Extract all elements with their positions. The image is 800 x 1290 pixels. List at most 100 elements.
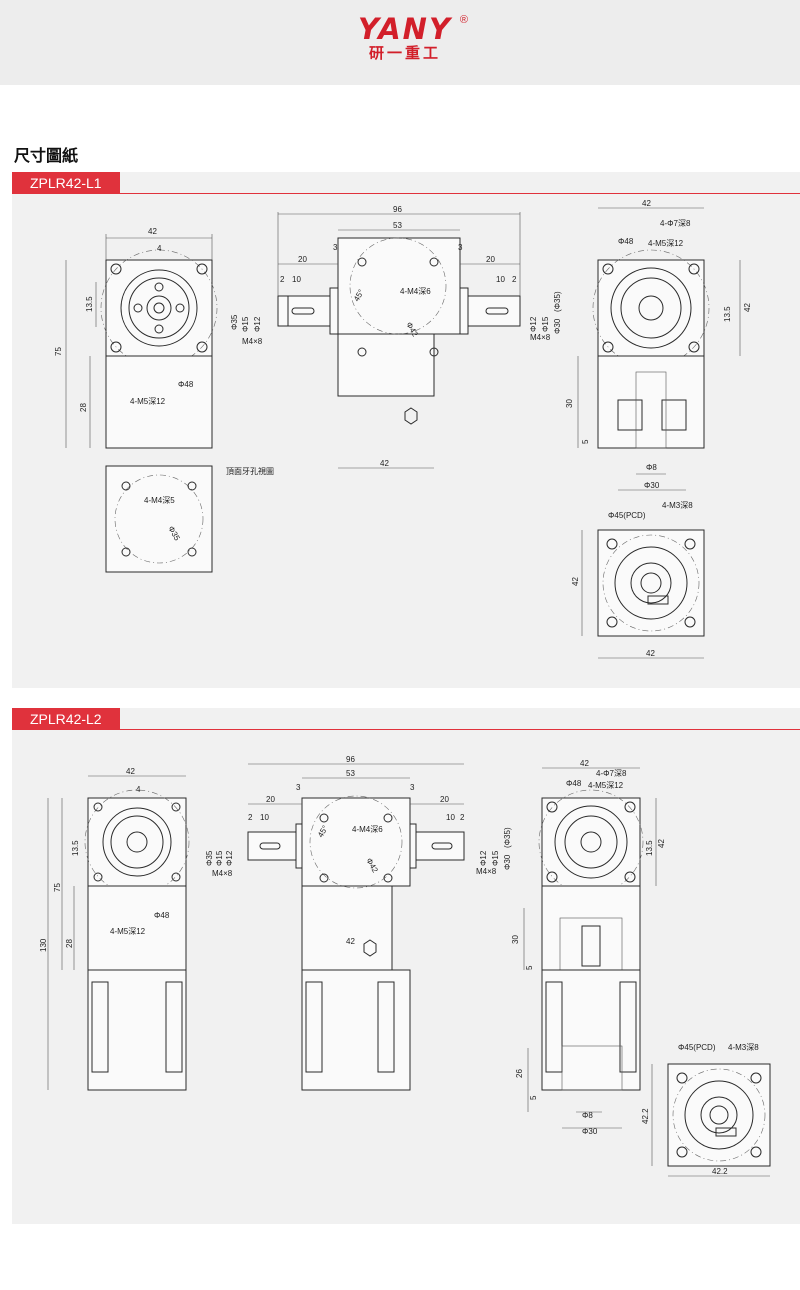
l1-phi30: Φ30 (553, 318, 562, 334)
l1-phi12b: Φ12 (529, 316, 538, 332)
l2-dim-10b: 10 (446, 813, 455, 822)
l2-dim-28: 28 (65, 939, 74, 948)
page-header: YANY ® 研一重工 (0, 0, 800, 85)
l1-phi48: Φ48 (178, 380, 194, 389)
brand-name: YANY (358, 12, 452, 46)
l1-output-42a: 42 (571, 577, 580, 586)
l1-dim-20b: 20 (486, 255, 495, 264)
l2-dim-130: 130 (39, 938, 48, 952)
l1-topview-label: 頂面牙孔視圖 (226, 467, 274, 476)
section-title: 尺寸圖紙 (14, 148, 79, 165)
l2-phi15b: Φ15 (491, 850, 500, 866)
l1-dim-42-top: 42 (148, 227, 157, 236)
l2-right-42v: 42 (657, 839, 666, 848)
l2-right-42: 42 (580, 759, 589, 768)
l2-m4x8a: M4×8 (212, 869, 233, 878)
l2-dim-3b: 3 (410, 783, 415, 792)
brand-subtitle: 研一重工 (368, 45, 441, 62)
drawing-l2: 42 4 13.5 75 28 130 Φ48 4-M5深12 (39, 755, 771, 1177)
l2-dim-53: 53 (346, 769, 355, 778)
l2-right-5b: 5 (529, 1095, 538, 1100)
l2-right-5: 5 (525, 965, 534, 970)
l1-phi12a: Φ12 (253, 316, 262, 332)
l1-dim-42-bottom: 42 (380, 459, 389, 468)
l2-dim-75: 75 (53, 883, 62, 892)
l1-dim-3a: 3 (333, 243, 338, 252)
l2-dim-2a: 2 (248, 813, 253, 822)
l1-right-m5: 4-M5深12 (648, 239, 684, 248)
l1-right-phi30: Φ30 (644, 481, 660, 490)
l2-dim-3a: 3 (296, 783, 301, 792)
l1-m4x8b: M4×8 (530, 333, 551, 342)
l2-right-phi8: Φ8 (582, 1111, 593, 1120)
l2-front-view (47, 775, 190, 1091)
l1-pcd: Φ45(PCD) (608, 511, 646, 520)
l1-dim-13-5: 13.5 (85, 296, 94, 312)
l1-right-phi48: Φ48 (618, 237, 634, 246)
l2-dim-20a: 20 (266, 795, 275, 804)
l2-dim-4: 4 (136, 785, 141, 794)
l1-output-42b: 42 (646, 649, 655, 658)
l1-dim-10b: 10 (496, 275, 505, 284)
l2-right-view (523, 767, 657, 1129)
l1-dim-2a: 2 (280, 275, 285, 284)
l2-right-phi7: 4-Φ7深8 (596, 769, 627, 778)
panel-rule-l1 (12, 193, 800, 194)
l2-dim-2b: 2 (460, 813, 465, 822)
l2-m4-deep6: 4-M4深6 (352, 825, 383, 834)
l1-dim-3b: 3 (458, 243, 463, 252)
l2-dim-10a: 10 (260, 813, 269, 822)
l1-right-42: 42 (642, 199, 651, 208)
l2-output-view (651, 1063, 771, 1177)
l1-right-30: 30 (565, 399, 574, 408)
l2-dim-42-top: 42 (126, 767, 135, 776)
l2-phi12a: Φ12 (225, 850, 234, 866)
l2-phi15a: Φ15 (215, 850, 224, 866)
drawing-panel-l2: 42 4 13.5 75 28 130 Φ48 4-M5深12 (12, 708, 800, 1224)
l2-dim-13-5: 13.5 (71, 840, 80, 856)
l2-right-phi48: Φ48 (566, 779, 582, 788)
model-tag-l1: ZPLR42-L1 (12, 172, 120, 194)
l2-output-42-2a: 42.2 (641, 1108, 650, 1124)
l2-phi48: Φ48 (154, 911, 170, 920)
l1-right-phi7: 4-Φ7深8 (660, 219, 691, 228)
l1-dim-53: 53 (393, 221, 402, 230)
l1-dim-28: 28 (79, 403, 88, 412)
l1-phi15b: Φ15 (541, 316, 550, 332)
l2-right-30: 30 (511, 935, 520, 944)
l2-m4x8b: M4×8 (476, 867, 497, 876)
l2-dim-42-mid: 42 (346, 937, 355, 946)
l1-right-42v: 42 (743, 303, 752, 312)
l1-dim-20a: 20 (298, 255, 307, 264)
l2-side-view (247, 763, 465, 1091)
l2-m5-thread: 4-M5深12 (110, 927, 146, 936)
l1-right-13-5: 13.5 (723, 306, 732, 322)
l1-phi35b: (Φ35) (553, 291, 562, 312)
registered-mark: ® (459, 14, 468, 26)
l1-top-hole-view (105, 465, 213, 573)
l2-phi35b: (Φ35) (503, 827, 512, 848)
l1-dim-10a: 10 (292, 275, 301, 284)
l1-dim-96: 96 (393, 205, 402, 214)
l1-phi15a: Φ15 (241, 316, 250, 332)
l2-pcd: Φ45(PCD) (678, 1043, 716, 1052)
l2-dim-96: 96 (346, 755, 355, 764)
l1-m4-deep5: 4-M4深5 (144, 496, 175, 505)
l1-right-5: 5 (581, 439, 590, 444)
brand-logo[interactable]: YANY ® 研一重工 (340, 14, 470, 74)
l2-phi30: Φ30 (503, 854, 512, 870)
l1-m4x8a: M4×8 (242, 337, 263, 346)
model-tag-l2: ZPLR42-L2 (12, 708, 120, 730)
l1-m4-deep6: 4-M4深6 (400, 287, 431, 296)
l1-output-view (581, 529, 705, 659)
l2-right-phi30: Φ30 (582, 1127, 598, 1136)
l1-dim-2b: 2 (512, 275, 517, 284)
l1-phi35: Φ35 (230, 314, 239, 330)
l2-output-42-2b: 42.2 (712, 1167, 728, 1176)
l1-right-phi8: Φ8 (646, 463, 657, 472)
l1-front-view (65, 234, 218, 449)
drawing-panel-l1: 42 4 75 28 13.5 Φ48 4-M5深12 頂面牙孔視圖 4-M4深… (12, 172, 800, 688)
l1-side-view (277, 212, 521, 469)
l2-phi12b: Φ12 (479, 850, 488, 866)
l2-right-m5: 4-M5深12 (588, 781, 624, 790)
